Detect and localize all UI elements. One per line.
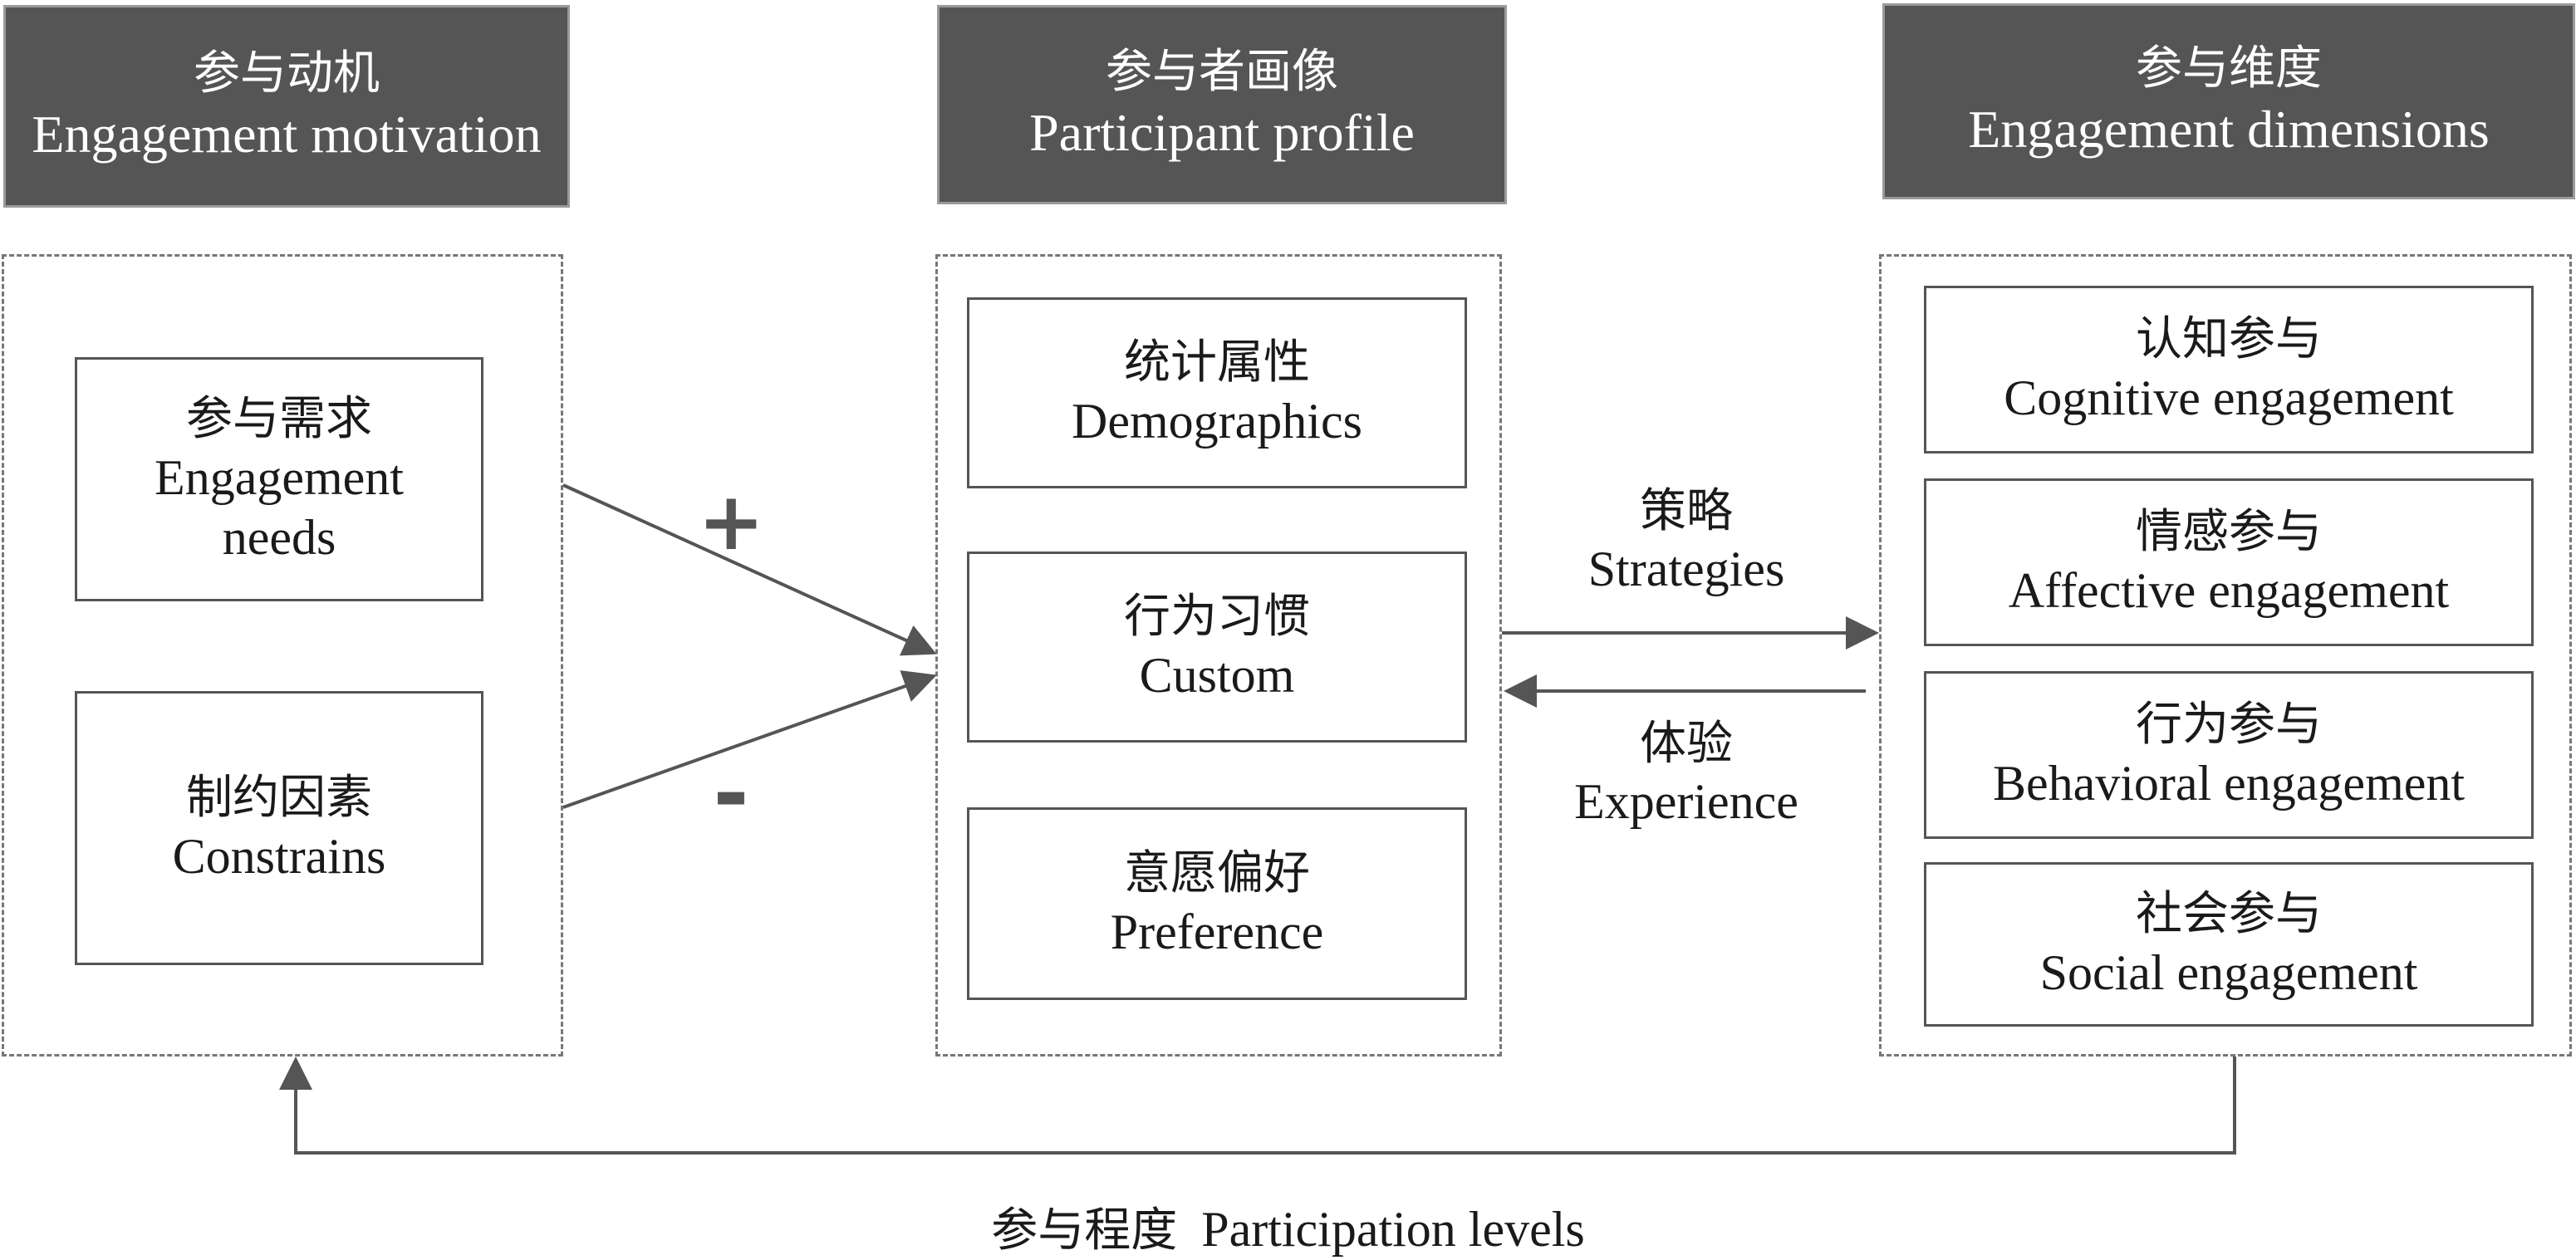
engagement-needs-en-line1: Engagement <box>155 449 404 505</box>
social-engagement-box: 社会参与 Social engagement <box>1924 862 2534 1027</box>
experience-zh: 体验 <box>1640 717 1733 771</box>
preference-zh: 意愿偏好 <box>1124 846 1310 901</box>
participation-levels-feedback-arrow <box>279 1057 2236 1155</box>
demographics-zh: 统计属性 <box>1124 336 1310 390</box>
plus-icon: + <box>698 475 765 568</box>
strategies-en: Strategies <box>1587 542 1785 597</box>
behavioral-engagement-en: Behavioral engagement <box>1992 755 2466 811</box>
participation-levels-en: Participation levels <box>1201 1202 1585 1257</box>
constrains-to-profile-arrow <box>562 670 937 809</box>
dimensions-group <box>1879 254 2572 1057</box>
constrains-box: 制约因素 Constrains <box>75 691 483 965</box>
header-dimensions-zh: 参与维度 <box>2136 41 2322 96</box>
header-participant-profile: 参与者画像 Participant profile <box>937 5 1507 204</box>
social-engagement-en: Social engagement <box>2039 944 2418 1000</box>
custom-en: Custom <box>1139 647 1295 703</box>
affective-engagement-en: Affective engagement <box>2008 562 2450 618</box>
header-motivation-en: Engagement motivation <box>32 105 542 164</box>
demographics-box: 统计属性 Demographics <box>967 297 1467 488</box>
preference-en: Preference <box>1110 904 1324 959</box>
behavioral-engagement-box: 行为参与 Behavioral engagement <box>1924 671 2534 839</box>
motivation-group <box>2 254 563 1057</box>
custom-zh: 行为习惯 <box>1124 590 1310 645</box>
participation-levels-zh: 参与程度 <box>991 1204 1178 1258</box>
engagement-needs-zh: 参与需求 <box>186 392 372 447</box>
cognitive-engagement-en: Cognitive engagement <box>2004 370 2454 425</box>
cognitive-engagement-box: 认知参与 Cognitive engagement <box>1924 286 2534 454</box>
behavioral-engagement-zh: 行为参与 <box>2136 698 2322 753</box>
cognitive-engagement-zh: 认知参与 <box>2136 312 2322 367</box>
header-profile-zh: 参与者画像 <box>1106 44 1338 99</box>
header-engagement-dimensions: 参与维度 Engagement dimensions <box>1882 3 2575 199</box>
header-motivation-zh: 参与动机 <box>194 46 380 101</box>
affective-engagement-box: 情感参与 Affective engagement <box>1924 478 2534 646</box>
engagement-needs-box: 参与需求 Engagement needs <box>75 357 483 601</box>
experience-en: Experience <box>1574 774 1798 830</box>
constrains-zh: 制约因素 <box>186 771 372 826</box>
needs-to-profile-arrow <box>562 483 937 656</box>
experience-label: 体验 Experience <box>1520 716 1852 831</box>
social-engagement-zh: 社会参与 <box>2136 887 2322 942</box>
demographics-en: Demographics <box>1072 393 1362 449</box>
engagement-needs-en-line2: needs <box>222 509 336 565</box>
custom-box: 行为习惯 Custom <box>967 552 1467 743</box>
header-dimensions-en: Engagement dimensions <box>1968 100 2490 159</box>
header-profile-en: Participant profile <box>1029 103 1415 163</box>
affective-engagement-zh: 情感参与 <box>2136 505 2322 560</box>
preference-box: 意愿偏好 Preference <box>967 807 1467 1000</box>
header-engagement-motivation: 参与动机 Engagement motivation <box>3 5 570 208</box>
participation-levels-label: 参与程度 Participation levels <box>0 1193 2576 1260</box>
strategies-zh: 策略 <box>1640 484 1733 538</box>
minus-icon: - <box>713 743 749 844</box>
constrains-en: Constrains <box>172 828 386 884</box>
strategies-label: 策略 Strategies <box>1520 483 1852 599</box>
